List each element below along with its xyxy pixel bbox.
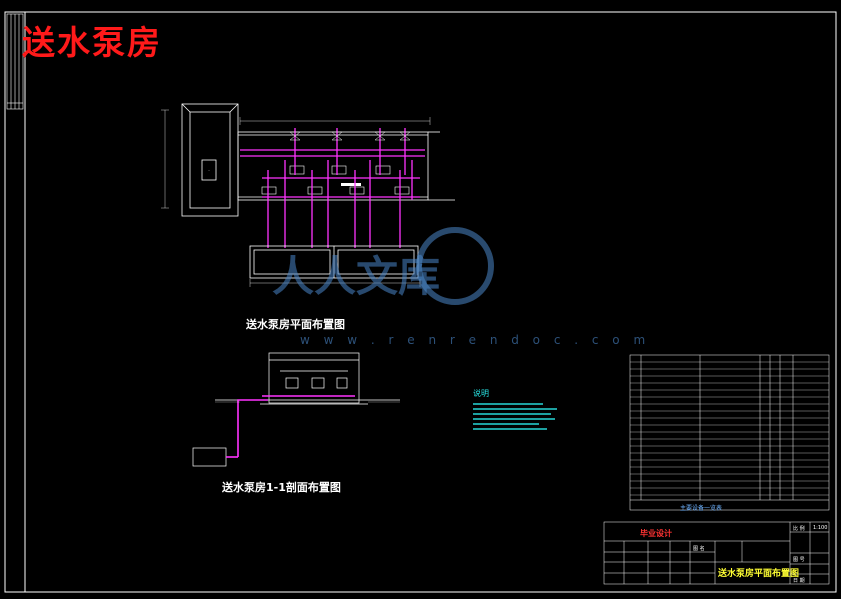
- watermark-logo: [416, 227, 494, 305]
- school-label: 毕业设计: [640, 529, 672, 538]
- plan-caption: 送水泵房平面布置图: [246, 318, 345, 331]
- date-label: 日 期: [793, 578, 805, 584]
- parts-list-table: [629, 354, 830, 511]
- section-caption: 送水泵房1-1剖面布置图: [222, 481, 341, 494]
- parts-list-title: 主要设备一览表: [680, 505, 723, 512]
- main-title: 送水泵房: [22, 23, 162, 62]
- watermark-text: 人人文库: [272, 252, 441, 301]
- left-binding-strip: [6, 13, 24, 110]
- section-view: [192, 352, 400, 467]
- watermark-url: w w w . r e n r e n d o c . c o m: [300, 333, 651, 347]
- plan-view: ·: [161, 103, 455, 287]
- svg-text:·: ·: [208, 168, 209, 173]
- notes-lines: [473, 400, 563, 433]
- inner-frame: [24, 11, 837, 593]
- name-label: 图 名: [693, 546, 705, 552]
- parts-list-rows: [630, 361, 829, 496]
- scale-label: 比 例: [793, 526, 805, 532]
- drawing-name: 送水泵房平面布置图: [718, 569, 800, 579]
- notes-heading: 说明: [473, 389, 489, 398]
- title-block-lines: [603, 521, 830, 585]
- scale-value: 1:100: [813, 525, 828, 531]
- sheet-label: 图 号: [793, 557, 805, 563]
